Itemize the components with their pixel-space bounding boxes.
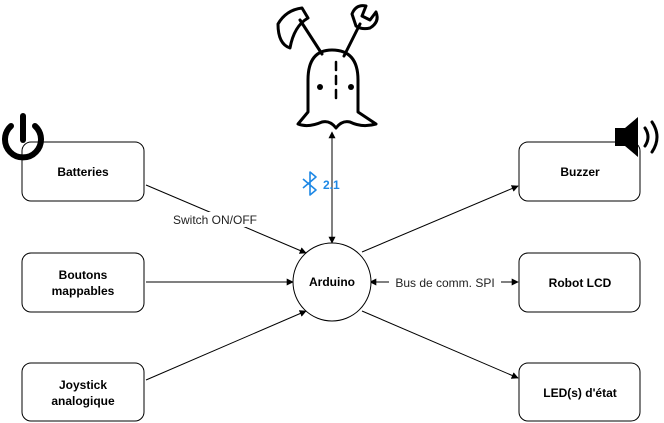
node-joystick-label-line1: Joystick [59, 378, 107, 392]
robot-mascot-icon [276, 4, 379, 130]
node-buzzer: Buzzer [518, 141, 641, 202]
node-batteries: Batteries [21, 141, 145, 202]
edge-joystick-arduino [145, 310, 307, 381]
edge-arduino-buzzer [361, 185, 519, 253]
node-leds-label: LED(s) d'état [543, 386, 617, 400]
node-buzzer-label: Buzzer [560, 165, 600, 179]
node-joystick-analogique: Joystick analogique [21, 362, 145, 422]
node-arduino-label: Arduino [309, 275, 355, 289]
bluetooth-version-label: 2.1 [323, 178, 340, 192]
switch-label-bg [168, 212, 262, 227]
switch-label: Switch ON/OFF [173, 213, 257, 227]
axe-icon [276, 6, 324, 56]
spi-label-bg [389, 275, 501, 290]
node-arduino: Arduino [292, 242, 372, 322]
node-boutons-label-line2: mappables [52, 284, 115, 298]
wrench-icon [342, 4, 379, 58]
node-leds-etat: LED(s) d'état [518, 362, 641, 422]
power-icon [2, 113, 44, 161]
node-robot-lcd: Robot LCD [518, 252, 641, 313]
speaker-icon [615, 117, 659, 157]
node-batteries-label: Batteries [57, 165, 109, 179]
node-joystick-label-line2: analogique [51, 394, 115, 408]
node-robot-lcd-label: Robot LCD [549, 276, 612, 290]
edge-arduino-leds [361, 310, 519, 379]
node-boutons-label-line1: Boutons [59, 268, 108, 282]
bluetooth-icon [302, 171, 317, 196]
spi-label: Bus de comm. SPI [395, 276, 494, 290]
node-boutons-mappables: Boutons mappables [21, 252, 145, 313]
